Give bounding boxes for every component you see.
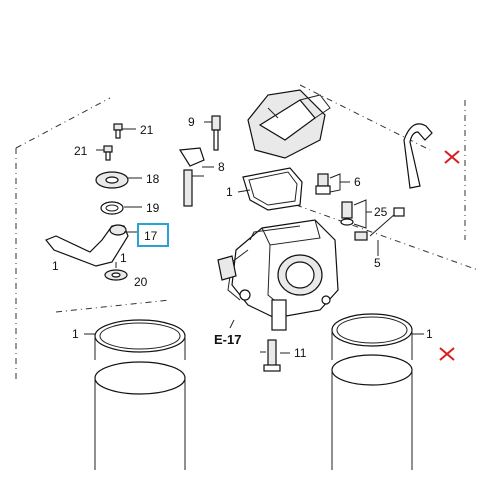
label-8: 8 (218, 160, 225, 174)
label-19: 19 (146, 201, 160, 215)
label-20: 20 (134, 275, 148, 289)
bolt-part-21a (113, 123, 123, 139)
label-e17: E-17 (214, 332, 241, 347)
label-25: 25 (374, 205, 388, 219)
label-21b: 21 (74, 144, 88, 158)
label-11: 11 (294, 346, 307, 360)
label-18: 18 (146, 172, 160, 186)
flange-part-18 (95, 171, 129, 189)
highlight-box-17 (137, 223, 169, 247)
label-1a: 1 (52, 259, 59, 273)
cross-icon (439, 150, 460, 361)
carburetor-body (217, 219, 339, 331)
jet-part (340, 201, 405, 241)
o-ring-part-1-lower-right (331, 354, 413, 470)
hose-part (403, 123, 433, 189)
o-ring-part-19 (100, 201, 124, 215)
o-ring-part-1-right (331, 313, 413, 360)
float-chamber-cover (247, 89, 331, 159)
label-17: 17 (144, 229, 158, 243)
label-9: 9 (188, 115, 195, 129)
screw-part-11 (263, 339, 281, 372)
pipe-part-17 (45, 224, 129, 267)
label-21a: 21 (140, 123, 154, 137)
gasket-part (242, 167, 303, 211)
label-1-near-20: 1 (120, 251, 127, 265)
screw-part-9 (211, 115, 221, 151)
label-1b: 1 (226, 185, 233, 199)
label-1d: 1 (426, 327, 433, 341)
o-ring-part-1-left (94, 319, 186, 360)
label-1c: 1 (72, 327, 79, 341)
leader-lines (84, 121, 424, 354)
bolt-part-21b (103, 145, 113, 161)
o-ring-part-1-lower-left (94, 361, 186, 470)
throttle-link (178, 147, 205, 207)
spring-part (315, 173, 331, 195)
washer-part-20 (104, 269, 128, 281)
label-6: 6 (354, 175, 361, 189)
label-5: 5 (374, 256, 381, 270)
